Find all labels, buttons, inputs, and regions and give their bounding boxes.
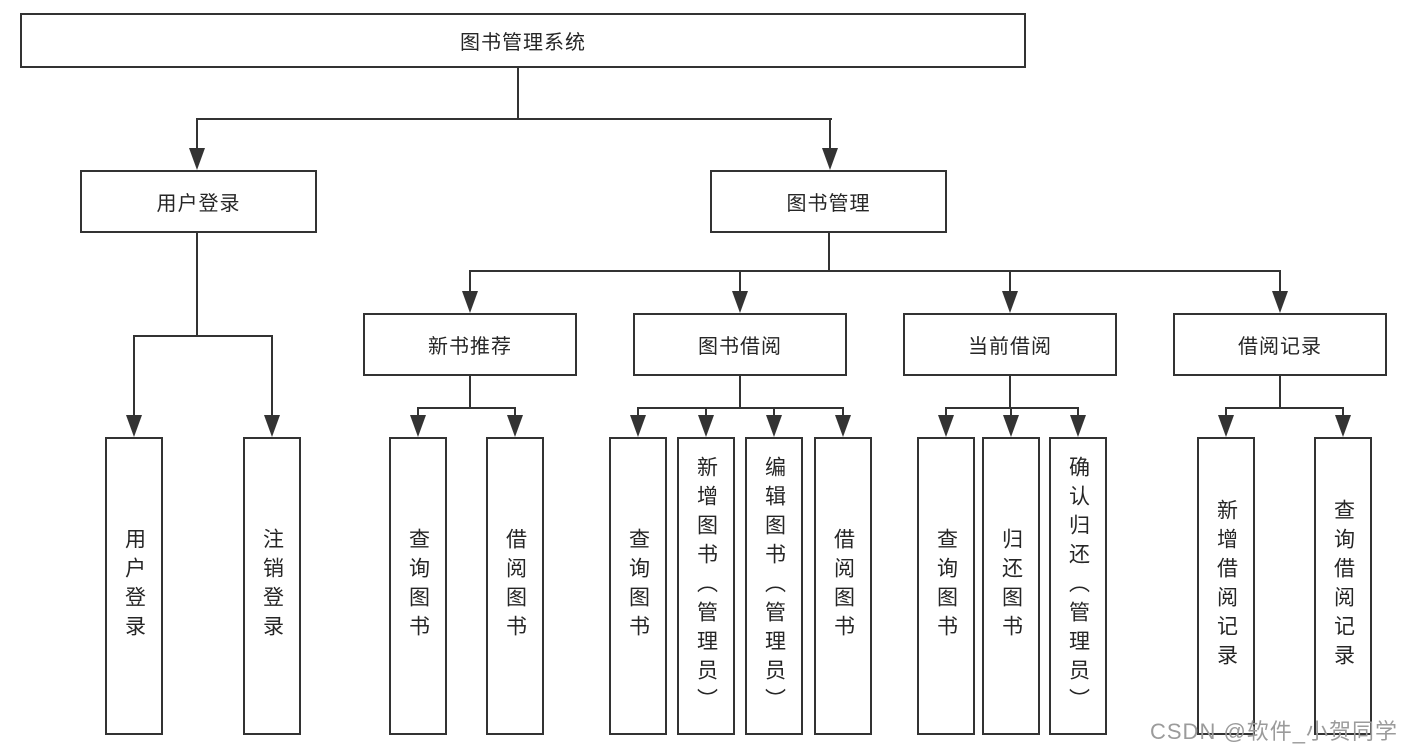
connector-line-root-v (517, 68, 519, 118)
leaf-query-borrow-record: 查询借阅记录 (1314, 437, 1372, 735)
node-current-borrowing: 当前借阅 (903, 313, 1117, 376)
node-current-borrowing-label: 当前借阅 (968, 336, 1052, 358)
node-library-system: 图书管理系统 (20, 13, 1026, 68)
arrow-down-icon (1003, 407, 1019, 437)
leaf-add-borrow-record: 新增借阅记录 (1197, 437, 1255, 735)
node-user-login: 用户登录 (80, 170, 317, 233)
connector-line-current-v (1009, 376, 1011, 409)
arrow-down-icon (822, 118, 838, 170)
connector-line-borrowing-h (637, 407, 844, 409)
leaf-query-books-borrowing-label: 查询图书 (626, 528, 650, 644)
connector-line-records-h (1225, 407, 1344, 409)
leaf-confirm-return-admin-label: 确认归还（管理员） (1066, 455, 1090, 717)
leaf-user-login-label: 用户登录 (122, 528, 146, 644)
leaf-query-books-borrowing: 查询图书 (609, 437, 667, 735)
leaf-logout: 注销登录 (243, 437, 301, 735)
connector-line-recommend-v (469, 376, 471, 409)
arrow-down-icon (766, 407, 782, 437)
connector-line-current-h (945, 407, 1079, 409)
node-borrowing-records-label: 借阅记录 (1238, 336, 1322, 358)
arrow-down-icon (462, 270, 478, 313)
arrow-down-icon (630, 407, 646, 437)
connector-line-userlogin-h (133, 335, 273, 337)
connector-line-bookmgmt-h (469, 270, 1281, 272)
connector-line-userlogin-v (196, 233, 198, 335)
connector-line-bookmgmt-v (828, 233, 830, 272)
leaf-logout-label: 注销登录 (260, 528, 284, 644)
leaf-query-borrow-record-label: 查询借阅记录 (1331, 499, 1355, 673)
leaf-return-book-label: 归还图书 (999, 528, 1023, 644)
arrow-down-icon (507, 407, 523, 437)
leaf-user-login: 用户登录 (105, 437, 163, 735)
leaf-add-borrow-record-label: 新增借阅记录 (1214, 499, 1238, 673)
leaf-add-book-admin: 新增图书（管理员） (677, 437, 735, 735)
node-new-book-recommend-label: 新书推荐 (428, 336, 512, 358)
arrow-down-icon (732, 270, 748, 313)
arrow-down-icon (410, 407, 426, 437)
connector-line-borrowing-v (739, 376, 741, 409)
node-borrowing-records: 借阅记录 (1173, 313, 1387, 376)
arrow-down-icon (835, 407, 851, 437)
leaf-query-books-recommend-label: 查询图书 (406, 528, 430, 644)
arrow-down-icon (264, 335, 280, 437)
arrow-down-icon (1218, 407, 1234, 437)
arrow-down-icon (126, 335, 142, 437)
node-book-borrowing-label: 图书借阅 (698, 336, 782, 358)
leaf-query-books-current: 查询图书 (917, 437, 975, 735)
node-new-book-recommend: 新书推荐 (363, 313, 577, 376)
leaf-borrow-books-label: 借阅图书 (831, 528, 855, 644)
leaf-query-books-recommend: 查询图书 (389, 437, 447, 735)
connector-line-root-h (196, 118, 832, 120)
csdn-watermark: CSDN @软件_小贺同学 (1150, 719, 1399, 744)
leaf-add-book-admin-label: 新增图书（管理员） (694, 455, 718, 717)
connector-line-records-v (1279, 376, 1281, 409)
leaf-borrow-books-recommend-label: 借阅图书 (503, 528, 527, 644)
arrow-down-icon (1070, 407, 1086, 437)
arrow-down-icon (938, 407, 954, 437)
leaf-confirm-return-admin: 确认归还（管理员） (1049, 437, 1107, 735)
node-library-system-label: 图书管理系统 (460, 32, 586, 54)
arrow-down-icon (1002, 270, 1018, 313)
node-book-borrowing: 图书借阅 (633, 313, 847, 376)
leaf-edit-book-admin: 编辑图书（管理员） (745, 437, 803, 735)
node-book-management: 图书管理 (710, 170, 947, 233)
leaf-query-books-current-label: 查询图书 (934, 528, 958, 644)
leaf-edit-book-admin-label: 编辑图书（管理员） (762, 455, 786, 717)
arrow-down-icon (189, 118, 205, 170)
connector-line-recommend-h (417, 407, 516, 409)
arrow-down-icon (1272, 270, 1288, 313)
arrow-down-icon (698, 407, 714, 437)
node-book-management-label: 图书管理 (786, 193, 871, 215)
node-user-login-label: 用户登录 (156, 193, 241, 215)
leaf-return-book: 归还图书 (982, 437, 1040, 735)
leaf-borrow-books-recommend: 借阅图书 (486, 437, 544, 735)
arrow-down-icon (1335, 407, 1351, 437)
leaf-borrow-books: 借阅图书 (814, 437, 872, 735)
